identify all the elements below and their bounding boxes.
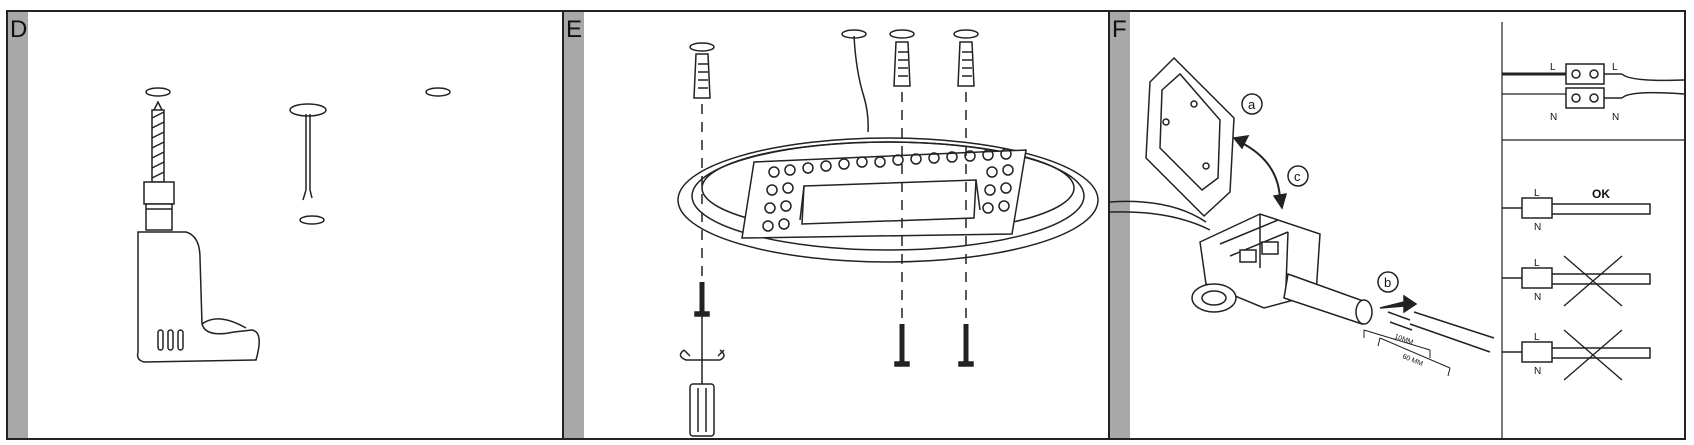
mount-tab — [1191, 283, 1237, 313]
ok-connector-l: L — [1534, 188, 1540, 199]
panel-e: E — [564, 12, 1110, 438]
wrong2-connector-n: N — [1534, 366, 1541, 377]
rotate-arrow — [1239, 141, 1281, 203]
terminal-n-right: N — [1612, 112, 1619, 123]
terminal-l-right: L — [1612, 62, 1618, 73]
callout-a-label: a — [1248, 97, 1256, 112]
callout-a — [1241, 93, 1263, 115]
cable-sleeve — [1283, 272, 1367, 325]
wall-plug — [957, 41, 975, 87]
ceiling-hole — [953, 29, 979, 39]
ok-label: OK — [1592, 187, 1610, 201]
screw — [894, 324, 910, 367]
cable-hole — [289, 103, 327, 117]
callout-b — [1377, 271, 1399, 293]
drill-vent — [167, 329, 174, 351]
panel-f-letter: F — [1112, 16, 1127, 43]
screw — [958, 324, 974, 367]
power-cable — [853, 35, 869, 133]
screwdriver — [679, 316, 725, 437]
mounting-illustration — [677, 29, 1099, 437]
ok-connector-n: N — [1534, 222, 1541, 233]
panel-e-strip — [564, 12, 584, 438]
wrong1-connector-l: L — [1534, 258, 1540, 269]
ceiling-hole — [889, 29, 915, 39]
connector-wrong-1 — [1502, 255, 1651, 307]
wall-plug — [693, 53, 711, 99]
panel-f-strip — [1110, 12, 1130, 438]
wiring-illustration: a c b 10MM 60 MM L N L N L N OK L N L N — [1110, 22, 1684, 438]
panel-d-letter: D — [10, 16, 28, 43]
panel-f: F — [1110, 12, 1684, 438]
drilling-illustration — [136, 87, 451, 363]
drill-vent — [177, 329, 184, 351]
ceiling-hole — [689, 42, 715, 52]
terminal-l-left: L — [1550, 62, 1556, 73]
stripped-cable — [1409, 311, 1495, 353]
panel-d: D — [8, 12, 564, 438]
screw — [694, 282, 710, 317]
plate-holes — [762, 148, 1014, 232]
connector-ok — [1502, 197, 1651, 219]
insert-arrow — [1379, 294, 1418, 314]
connector-wrong-2 — [1502, 329, 1651, 381]
driver-box — [801, 179, 977, 225]
wrong1-connector-n: N — [1534, 292, 1541, 303]
drill-bit — [151, 100, 165, 183]
ceiling-hole — [145, 87, 171, 97]
wall-plug — [893, 41, 911, 87]
drill-vent — [157, 329, 164, 351]
drill-body — [136, 231, 260, 363]
instruction-sheet: D — [6, 10, 1686, 440]
callout-b-label: b — [1384, 275, 1391, 290]
wrong2-connector-l: L — [1534, 332, 1540, 343]
terminal-n-left: N — [1550, 112, 1557, 123]
drill-chuck — [143, 181, 175, 205]
callout-c-label: c — [1294, 169, 1301, 184]
terminal-cover — [1145, 56, 1235, 218]
ceiling-hole — [299, 215, 325, 225]
panel-e-letter: E — [566, 16, 583, 43]
panel-d-strip — [8, 12, 28, 438]
ceiling-hole — [425, 87, 451, 97]
callout-c — [1287, 165, 1309, 187]
